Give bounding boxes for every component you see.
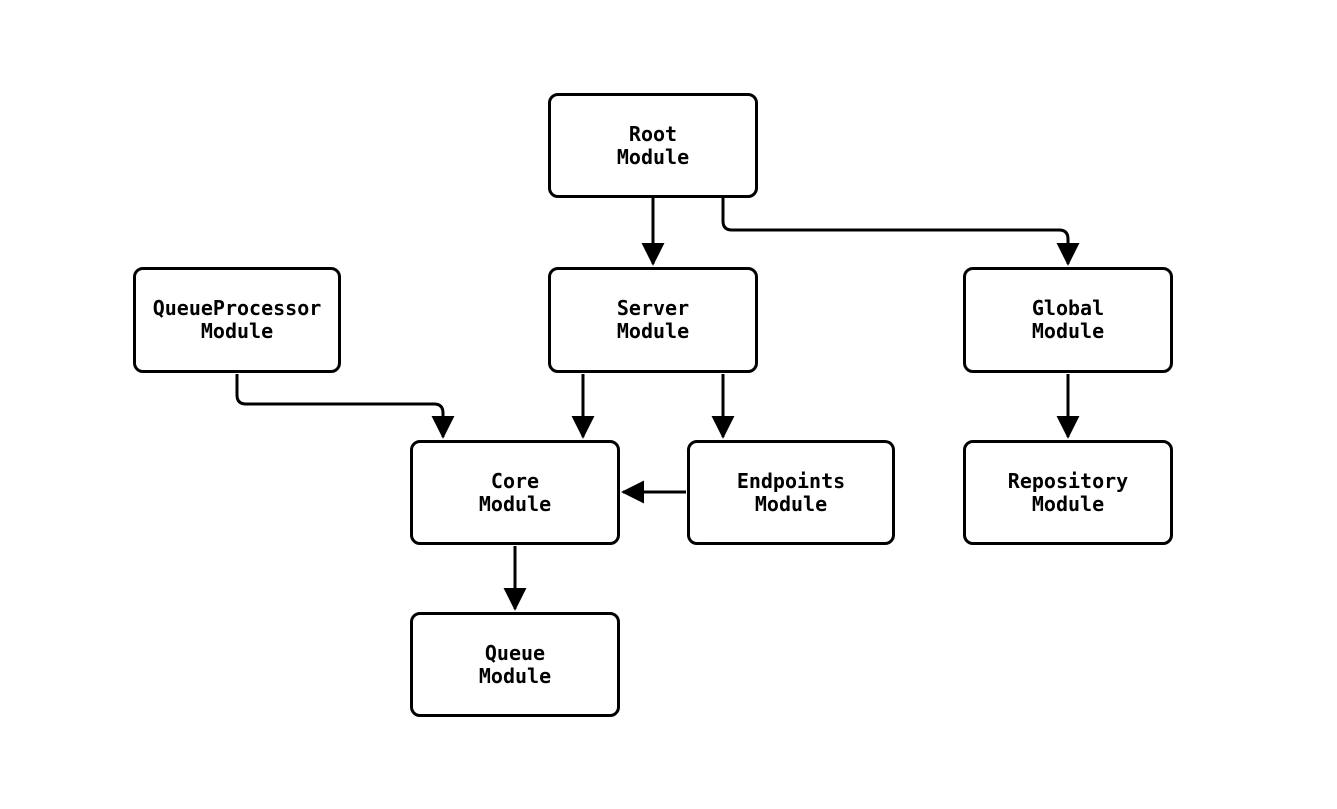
edge-queueprocessor-to-core: [235, 374, 455, 439]
node-label-root: Root Module: [616, 121, 690, 169]
node-endpoints-module: Endpoints Module: [687, 440, 895, 545]
edges-group: [235, 198, 1080, 611]
edge-root-to-global: [721, 198, 1080, 266]
node-label-core: Core Module: [478, 468, 552, 516]
node-queue-module: Queue Module: [410, 612, 620, 717]
node-label-queue: Queue Module: [478, 640, 552, 688]
node-server-module: Server Module: [548, 267, 758, 373]
node-label-queueprocessor: QueueProcessor Module: [152, 296, 322, 343]
node-core-module: Core Module: [410, 440, 620, 545]
node-root-module: Root Module: [548, 93, 758, 198]
node-repository-module: Repository Module: [963, 440, 1173, 545]
node-queueprocessor-module: QueueProcessor Module: [133, 267, 341, 373]
node-label-repository: Repository Module: [1007, 468, 1129, 516]
node-label-endpoints: Endpoints Module: [736, 468, 846, 516]
node-label-server: Server Module: [616, 296, 690, 343]
node-label-global: Global Module: [1031, 296, 1105, 343]
node-global-module: Global Module: [963, 267, 1173, 373]
